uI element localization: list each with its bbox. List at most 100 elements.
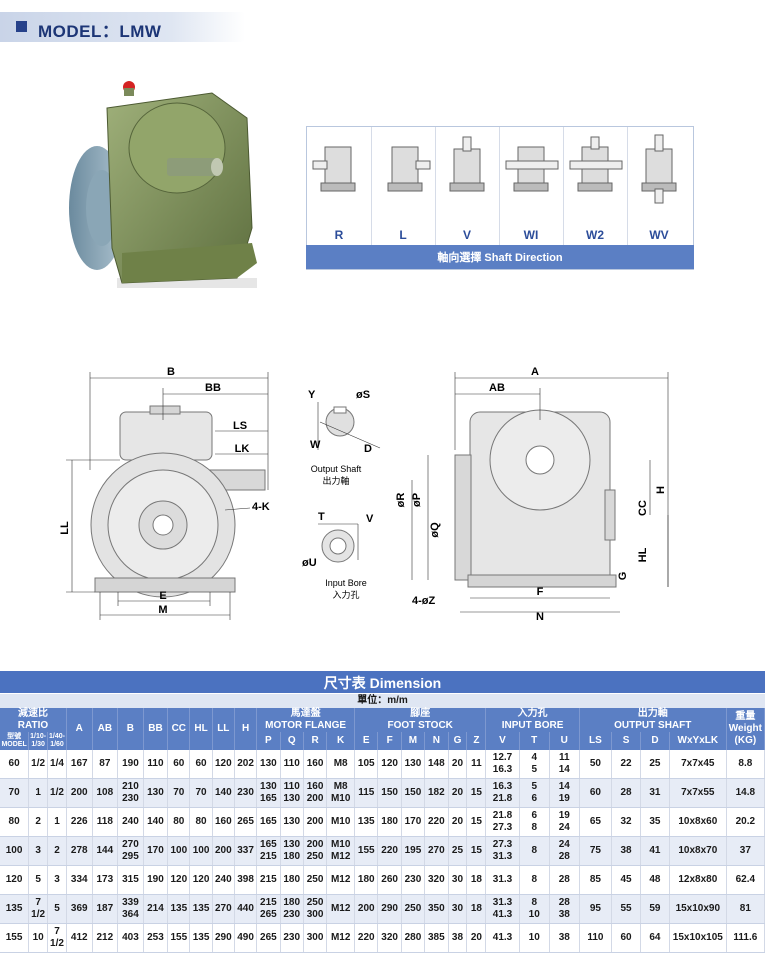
dim-label-f: F xyxy=(537,586,544,598)
table-cell-d: 41 xyxy=(640,836,670,866)
cell-value: 70 xyxy=(173,787,185,798)
table-cell-e: 115 xyxy=(354,778,379,808)
cell-value: 4 xyxy=(531,752,537,763)
dim-label-a: A xyxy=(531,366,539,378)
cell-value: 290 xyxy=(381,903,398,914)
cell-value: 5 xyxy=(531,781,537,792)
cell-value: 182 xyxy=(427,787,445,798)
cell-value: 20.2 xyxy=(735,816,756,827)
cell-value: 10x8x60 xyxy=(678,816,718,827)
cell-value: 130 xyxy=(147,787,164,798)
table-cell-e: 135 xyxy=(354,807,379,837)
cell-value: 8.8 xyxy=(738,758,753,769)
table-cell-cc: 120 xyxy=(167,865,191,895)
table-cell-z: 11 xyxy=(466,750,487,779)
table-cell-g: 30 xyxy=(448,865,468,895)
cell-value: 167 xyxy=(70,758,88,769)
cell-value: 110 xyxy=(283,781,300,792)
cell-value: M8 xyxy=(333,758,348,769)
table-cell-d: 64 xyxy=(640,923,670,953)
cell-value: 21.8 xyxy=(492,810,513,821)
cell-value: 30 xyxy=(451,903,464,914)
cell-value: 22 xyxy=(620,758,632,769)
shaft-direction-label-wi: WI xyxy=(523,228,539,242)
shaft-direction-r xyxy=(307,127,371,245)
gearbox-photo xyxy=(69,81,257,288)
cell-value: 140 xyxy=(214,787,232,798)
cell-value: 28 xyxy=(558,874,570,885)
table-cell-w: 20.2 xyxy=(726,807,765,837)
cell-value: 105 xyxy=(357,758,375,769)
table-cell-r1: 10 xyxy=(28,923,49,953)
table-cell-e: 200 xyxy=(354,894,379,924)
cell-value: 270 xyxy=(122,839,139,850)
cell-value: 30 xyxy=(451,874,464,885)
table-cell-r2: 7 1/2 xyxy=(47,923,67,953)
side-view-drawing xyxy=(90,405,266,598)
dim-label-op: øP xyxy=(411,493,423,507)
shaft-direction-label-r: R xyxy=(334,228,344,242)
table-cell-h: 337 xyxy=(234,836,258,866)
dim-label-e: E xyxy=(159,590,166,602)
dim-label-ls: LS xyxy=(233,420,247,432)
cell-value: 170 xyxy=(147,845,164,856)
table-cell-ab: 118 xyxy=(92,807,119,837)
table-cell-e: 220 xyxy=(354,923,379,953)
cell-value: 200 xyxy=(214,845,232,856)
cell-value: 28 xyxy=(620,787,632,798)
table-cell-g: 20 xyxy=(448,807,468,837)
cell-value: 24 xyxy=(558,839,570,850)
table-cell-z: 15 xyxy=(466,807,487,837)
table-cell-m: 150 xyxy=(401,778,426,808)
dim-label-ou: øU xyxy=(302,557,317,569)
table-cell-model: 120 xyxy=(0,865,30,895)
cell-value: 215 xyxy=(260,874,277,885)
cell-value: 364 xyxy=(122,909,139,920)
cell-value: 16.3 xyxy=(492,781,513,792)
table-cell-r2: 1 xyxy=(47,807,67,837)
cell-value: 38 xyxy=(558,932,570,943)
output-shaft-header-zh: 出力軸 xyxy=(637,708,668,719)
cell-value: 200 xyxy=(306,793,324,804)
table-cell-r: 160 xyxy=(303,750,328,779)
cell-value: 12x8x80 xyxy=(678,874,718,885)
table-cell-e: 105 xyxy=(354,750,379,779)
cell-value: 135 xyxy=(192,932,210,943)
table-cell-hl: 70 xyxy=(189,778,213,808)
cell-value: 120 xyxy=(192,874,210,885)
table-cell-a: 334 xyxy=(66,865,93,895)
table-cell-u: 38 xyxy=(549,923,580,953)
cell-value: 27.3 xyxy=(492,822,513,833)
cell-value: 100 xyxy=(5,845,23,856)
cell-value: 115 xyxy=(358,787,375,798)
cell-value: 118 xyxy=(96,816,113,827)
dim-label-y: Y xyxy=(308,389,316,401)
dimension-table-title: 尺寸表 Dimension xyxy=(323,675,442,691)
cell-value: 11 xyxy=(471,758,482,769)
table-cell-b: 190 xyxy=(117,750,144,779)
table-cell-m: 195 xyxy=(401,836,426,866)
table-cell-z: 20 xyxy=(466,923,487,953)
dim-label-ll: LL xyxy=(59,521,71,535)
table-cell-ab: 173 xyxy=(92,865,119,895)
model-header-en: MODEL xyxy=(1,741,27,748)
table-cell-r2: 5 xyxy=(47,894,67,924)
table-cell-m: 170 xyxy=(401,807,426,837)
table-cell-model: 60 xyxy=(0,750,30,779)
output-shaft-label-zh: 出力軸 xyxy=(322,475,349,486)
table-cell-d: 31 xyxy=(640,778,670,808)
cell-value: 190 xyxy=(122,758,139,769)
cell-value: 1 xyxy=(54,816,60,827)
cell-value: 95 xyxy=(589,903,601,914)
cell-value: 108 xyxy=(96,787,114,798)
cell-value: 55 xyxy=(620,903,632,914)
